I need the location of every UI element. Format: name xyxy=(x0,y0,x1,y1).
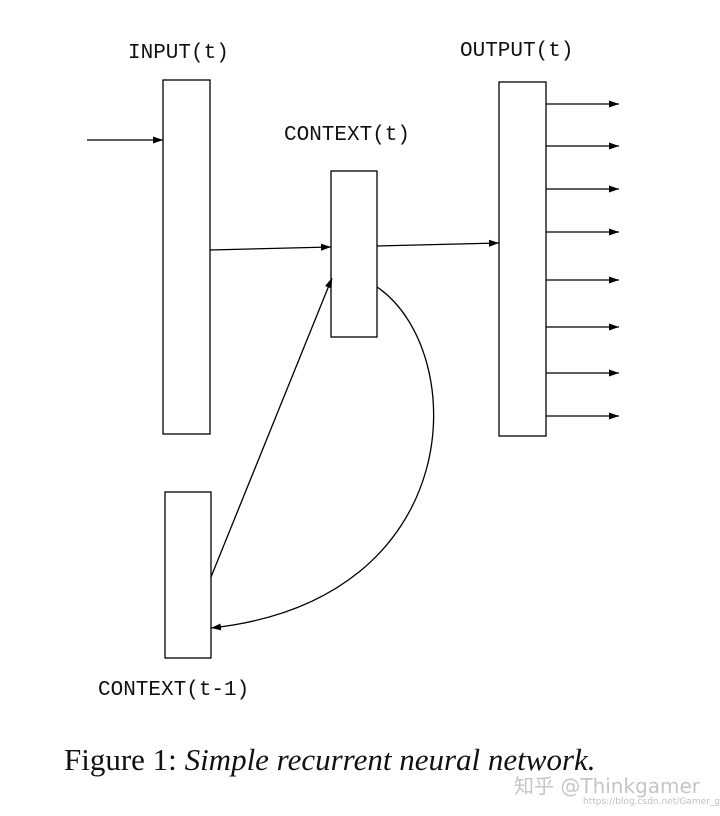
watermark-brand: 知乎 @Thinkgamer xyxy=(514,774,701,798)
output-label: OUTPUT(t) xyxy=(460,40,573,63)
caption-prefix: Figure 1: xyxy=(64,742,185,777)
context-prev-layer-box xyxy=(164,491,212,659)
input-label: INPUT(t) xyxy=(128,42,229,65)
context-copy-curve-arrow xyxy=(210,286,435,631)
input-to-context-arrow xyxy=(209,243,332,251)
caption-title: Simple recurrent neural network. xyxy=(184,742,596,777)
context-to-output-arrow xyxy=(376,239,500,247)
context-prev-label: CONTEXT(t-1) xyxy=(98,679,249,702)
watermark-url: https://blog.csdn.net/Gamer_gyt xyxy=(583,797,720,807)
input-layer-box xyxy=(162,79,211,435)
context-label: CONTEXT(t) xyxy=(284,124,410,147)
rnn-diagram: INPUT(t) CONTEXT(t) OUTPUT(t) CONTEXT(t-… xyxy=(87,40,619,702)
figure-caption: Figure 1: Simple recurrent neural networ… xyxy=(64,742,596,778)
output-layer-box xyxy=(498,81,547,437)
context-prev-to-context-arrow xyxy=(210,277,333,578)
context-layer-box xyxy=(330,170,378,338)
